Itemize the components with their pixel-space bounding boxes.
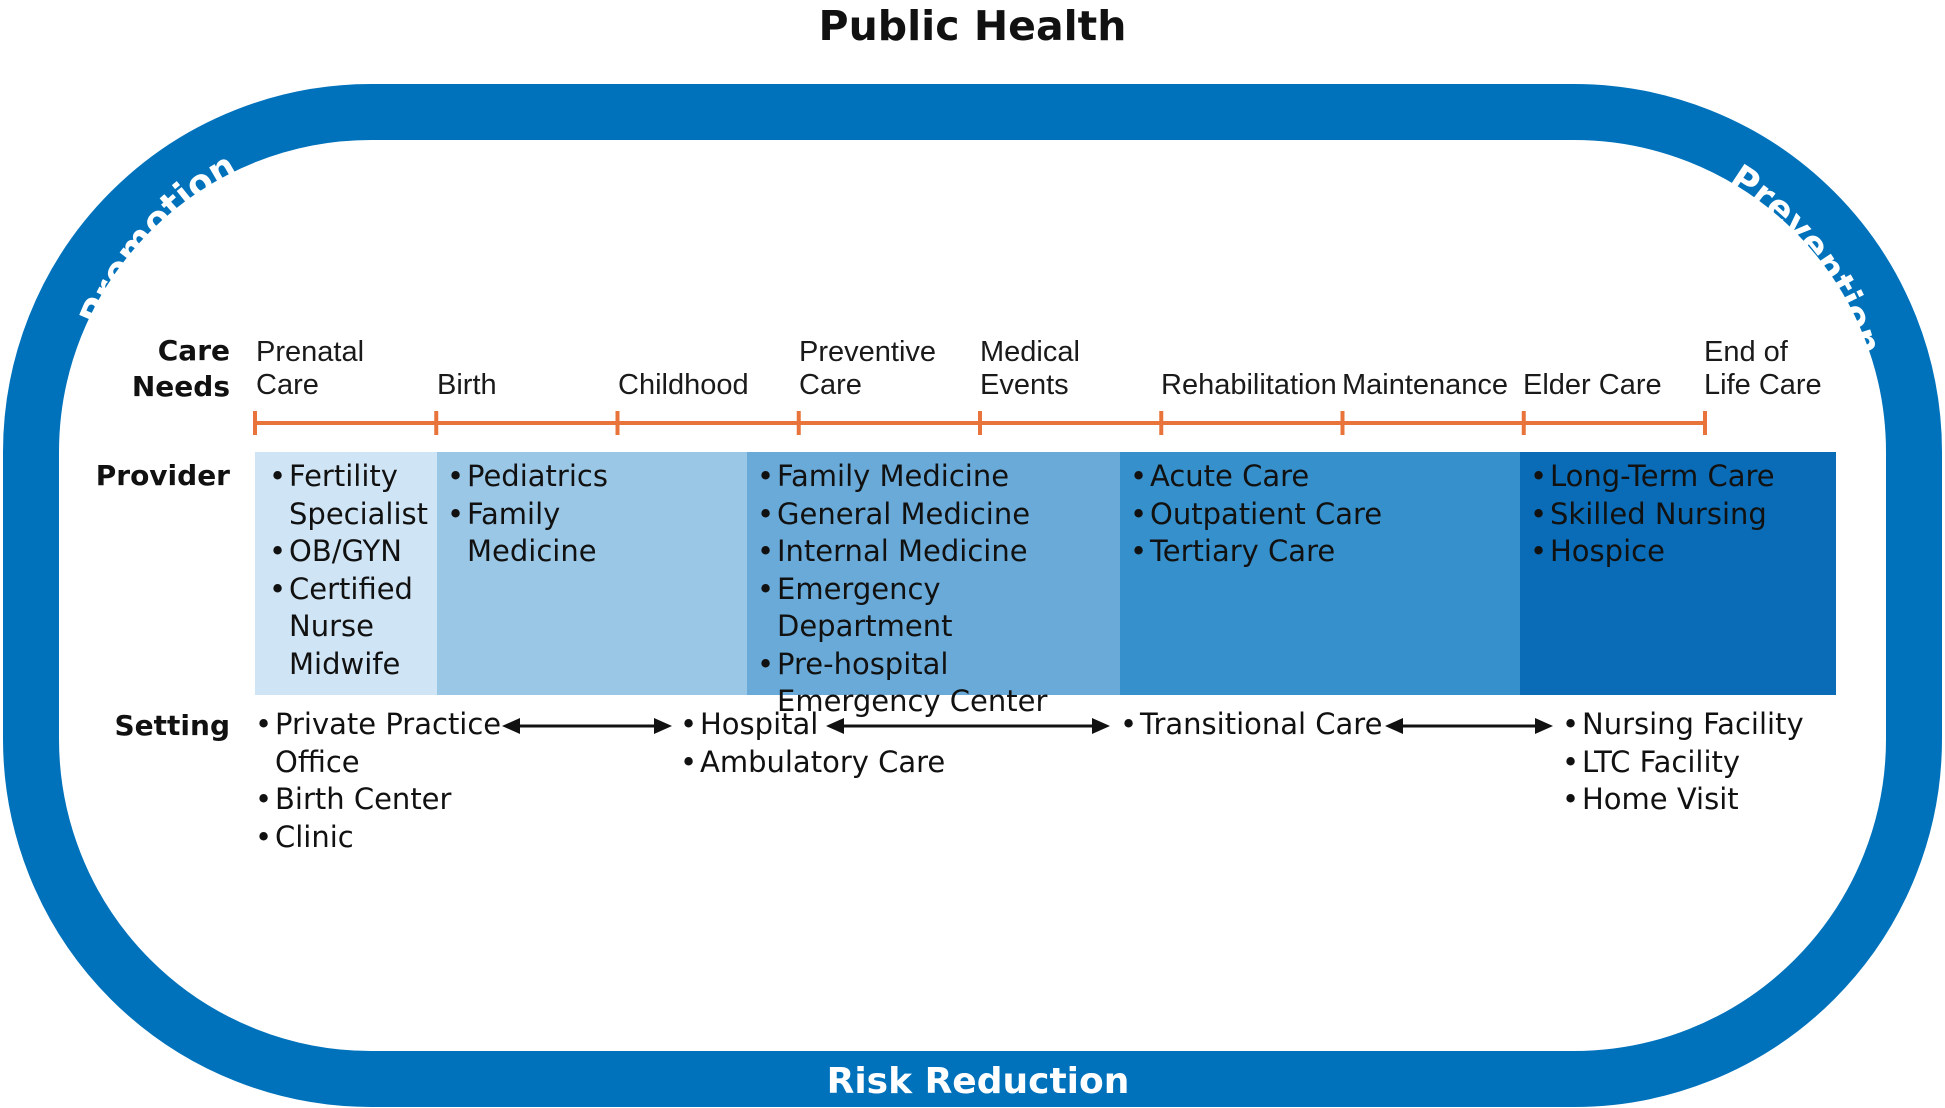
provider-item: OB/GYN [269, 533, 427, 571]
care-need-elder-care: Elder Care [1523, 369, 1662, 401]
provider-band-birth: Pediatrics Family Medicine [437, 452, 747, 695]
setting-item: Private Practice Office [255, 706, 505, 781]
care-need-maintenance: Maintenance [1342, 369, 1509, 401]
page-title: Public Health [818, 2, 1127, 50]
setting-group-transitional: Transitional Care [1120, 706, 1400, 744]
provider-band-acute: Acute Care Outpatient Care Tertiary Care [1120, 452, 1520, 695]
provider-item: Fertility Specialist [269, 458, 428, 533]
setting-item: Home Visit [1562, 781, 1842, 819]
provider-item: Family Medicine [757, 458, 1110, 496]
setting-item: Transitional Care [1120, 706, 1400, 744]
setting-group-nursing: Nursing Facility LTC Facility Home Visit [1562, 706, 1842, 819]
risk-reduction-label: Risk Reduction [827, 1061, 1130, 1102]
provider-row-label: Provider [95, 459, 230, 492]
setting-item: Birth Center [255, 781, 505, 819]
provider-item: Hospice [1530, 533, 1826, 571]
provider-item: Acute Care [1130, 458, 1510, 496]
setting-row-label: Setting [114, 709, 231, 742]
setting-group-hospital: Hospital Ambulatory Care [680, 706, 980, 781]
provider-item: General Medicine [757, 496, 1110, 534]
care-need-rehabilitation: Rehabilitation [1161, 369, 1337, 401]
double-arrow-icon [1385, 718, 1553, 734]
provider-band-long-term: Long-Term Care Skilled Nursing Hospice [1520, 452, 1836, 695]
setting-item: Nursing Facility [1562, 706, 1842, 744]
provider-item: Tertiary Care [1130, 533, 1510, 571]
provider-item: Long-Term Care [1530, 458, 1826, 496]
provider-band-preventive: Family Medicine General Medicine Interna… [747, 452, 1120, 718]
setting-item: Ambulatory Care [680, 744, 980, 782]
provider-item: Family Medicine [447, 496, 617, 571]
provider-band-prenatal: Fertility Specialist OB/GYN Certified Nu… [255, 452, 437, 695]
care-need-birth: Birth [437, 369, 497, 401]
setting-group-private: Private Practice Office Birth Center Cli… [255, 706, 505, 856]
care-needs-row-label: Care Needs [131, 334, 230, 403]
provider-item: Skilled Nursing [1530, 496, 1826, 534]
provider-item: Emergency Department [757, 571, 1110, 646]
ring-outline [3, 84, 1942, 1107]
setting-item: Hospital [680, 706, 980, 744]
provider-item: Outpatient Care [1130, 496, 1510, 534]
care-need-childhood: Childhood [618, 369, 749, 401]
provider-item: Internal Medicine [757, 533, 1110, 571]
double-arrow-icon [826, 718, 1110, 734]
setting-item: LTC Facility [1562, 744, 1842, 782]
provider-item: Certified Nurse Midwife [269, 571, 427, 684]
setting-item: Clinic [255, 819, 505, 857]
double-arrow-icon [502, 718, 672, 734]
provider-item: Pediatrics [447, 458, 737, 496]
